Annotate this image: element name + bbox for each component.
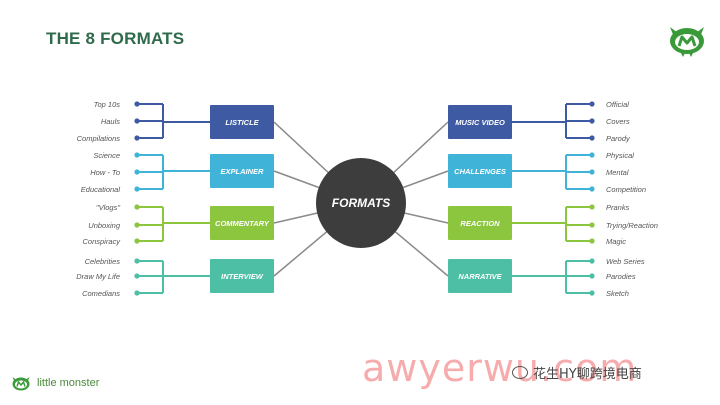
format-box — [448, 206, 512, 240]
format-label: CHALLENGES — [454, 167, 506, 176]
leaf-label: How - To — [90, 168, 120, 177]
leaf-dot — [134, 152, 140, 158]
center-label: FORMATS — [332, 196, 390, 210]
leaf-dot — [589, 273, 595, 279]
credit-text: 花生HY聊跨境电商 — [533, 367, 642, 382]
leaf-label: Mental — [606, 168, 629, 177]
format-label: NARRATIVE — [458, 272, 502, 281]
leaf-dot — [134, 222, 140, 228]
leaf-label: Physical — [606, 151, 634, 160]
monster-logo-icon — [670, 27, 704, 57]
format-box — [210, 105, 274, 139]
wechat-icon — [512, 366, 528, 379]
leaf-dot — [589, 135, 595, 141]
leaf-dot — [134, 290, 140, 296]
format-label: MUSIC VIDEO — [455, 118, 505, 127]
format-label: COMMENTARY — [215, 219, 270, 228]
leaf-dot — [589, 204, 595, 210]
leaf-dot — [589, 186, 595, 192]
leaf-label: Top 10s — [94, 100, 121, 109]
leaf-label: Educational — [81, 185, 121, 194]
leaf-dot — [134, 273, 140, 279]
leaf-label: Web Series — [606, 257, 645, 266]
leaf-label: Pranks — [606, 203, 630, 212]
leaf-dot — [134, 118, 140, 124]
format-box — [210, 154, 274, 188]
leaf-label: Official — [606, 100, 629, 109]
leaf-dot — [589, 118, 595, 124]
leaf-dot — [134, 101, 140, 107]
leaf-dot — [589, 290, 595, 296]
leaf-label: Parody — [606, 134, 631, 143]
leaf-label: "Vlogs" — [96, 203, 120, 212]
leaf-label: Celebrities — [85, 257, 121, 266]
leaf-label: Trying/Reaction — [606, 221, 658, 230]
brand-footer: little monster — [10, 374, 99, 392]
format-label: REACTION — [460, 219, 500, 228]
format-label: EXPLAINER — [221, 167, 265, 176]
center-node — [316, 158, 406, 248]
page-title: THE 8 FORMATS — [46, 29, 185, 48]
leaf-dot — [589, 101, 595, 107]
watermark: awyerwu.com — [362, 346, 638, 390]
leaf-dot — [134, 258, 140, 264]
brand-name: little monster — [37, 377, 100, 389]
leaf-label: Covers — [606, 117, 630, 126]
credit-line: 花生HY聊跨境电商 — [512, 363, 642, 382]
leaf-label: Parodies — [606, 272, 636, 281]
leaf-label: Unboxing — [88, 221, 121, 230]
format-box — [448, 105, 512, 139]
leaf-dot — [134, 186, 140, 192]
leaf-dot — [134, 135, 140, 141]
format-box — [448, 154, 512, 188]
format-label: INTERVIEW — [221, 272, 264, 281]
format-box — [210, 206, 274, 240]
leaf-dot — [589, 169, 595, 175]
leaf-label: Hauls — [101, 117, 120, 126]
leaf-label: Comedians — [82, 289, 120, 298]
format-box — [448, 259, 512, 293]
format-label: LISTICLE — [225, 118, 259, 127]
leaf-label: Sketch — [606, 289, 629, 298]
leaf-dot — [589, 258, 595, 264]
leaf-dot — [589, 238, 595, 244]
leaf-dot — [134, 169, 140, 175]
leaf-label: Compilations — [77, 134, 121, 143]
leaf-dot — [134, 238, 140, 244]
leaf-label: Competition — [606, 185, 646, 194]
leaf-dot — [589, 152, 595, 158]
leaf-dot — [589, 222, 595, 228]
leaf-label: Draw My Life — [76, 272, 120, 281]
leaf-dot — [134, 204, 140, 210]
monster-logo-icon — [12, 377, 30, 391]
leaf-label: Magic — [606, 237, 626, 246]
leaf-label: Conspiracy — [82, 237, 121, 246]
format-box — [210, 259, 274, 293]
leaf-label: Science — [93, 151, 120, 160]
